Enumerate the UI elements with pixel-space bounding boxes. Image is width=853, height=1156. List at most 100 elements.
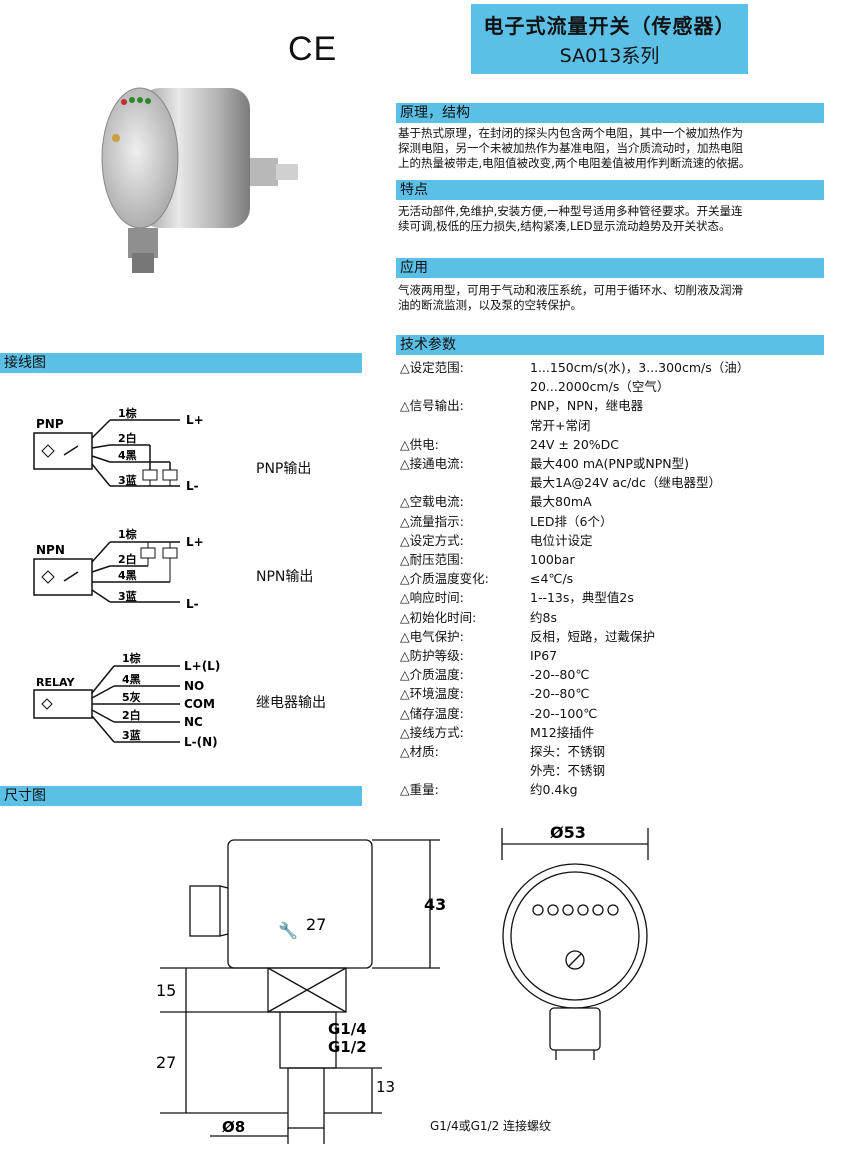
application-line: 气液两用型，可用于气动和液压系统，可用于循环水、切削液及润滑 (398, 283, 743, 297)
application-line: 油的断流监测，以及泵的空转保护。 (398, 298, 582, 312)
section-wiring-heading: 接线图 (0, 353, 362, 373)
spec-value: PNP，NPN，继电器 (530, 398, 644, 414)
spec-value: -20--100℃ (530, 705, 598, 721)
relay-no: NO (184, 679, 204, 693)
title-line1: 电子式流量开关（传感器） (483, 14, 736, 38)
spec-key: △电气保护: (400, 628, 464, 644)
spec-value: 探头：不锈钢 (530, 744, 606, 759)
relay-wire4: 4黑 (122, 673, 141, 686)
thread-caption: G1/4或G1/2 连接螺纹 (430, 1119, 552, 1133)
pnp-wire2: 2白 (118, 431, 137, 445)
spec-key: △介质温度变化: (400, 571, 489, 587)
section-application-heading: 应用 (396, 258, 824, 278)
dim-13: 13 (376, 1078, 395, 1096)
dim-27: 27 (156, 1053, 176, 1072)
spec-value: 100bar (530, 552, 575, 567)
spec-value: -20--80℃ (530, 667, 590, 683)
spec-key: △信号输出: (400, 398, 464, 414)
features-line: 无活动部件,免维护,安装方便,一种型号适用多种管径要求。开关量连 (398, 204, 743, 218)
spec-key: △耐压范围: (400, 552, 464, 567)
principle-text: 基于热式原理，在封闭的探头内包含两个电阻，其中一个被加热作为 探测电阻，另一个未… (398, 126, 828, 171)
pnp-lminus: L- (186, 479, 199, 493)
features-text: 无活动部件,免维护,安装方便,一种型号适用多种管径要求。开关量连 续可调,极低的… (398, 204, 828, 234)
spec-key: △初始化时间: (400, 609, 477, 625)
pnp-wiring-diagram: PNP 1棕 2白 4黑 3蓝 L+ L- (33, 406, 204, 493)
spec-value: -20--80℃ (530, 686, 590, 702)
relay-wire1: 1棕 (122, 651, 141, 665)
spec-key: △设定范围: (400, 360, 464, 375)
title-banner: 电子式流量开关（传感器） SA013系列 (471, 4, 748, 74)
pnp-output-label: PNP输出 (256, 461, 312, 477)
spec-value: 20...2000cm/s（空气） (530, 379, 670, 395)
application-text: 气液两用型，可用于气动和液压系统，可用于循环水、切削液及润滑 油的断流监测，以及… (398, 283, 828, 313)
npn-wire1: 1棕 (118, 527, 137, 541)
dim-27-wrench: 27 (306, 915, 326, 934)
principle-line: 探测电阻，另一个未被加热作为基准电阻，当介质流动时，加热电阻 (398, 141, 743, 155)
relay-com: COM (184, 697, 215, 711)
spec-value: 1--13s，典型值2s (530, 590, 634, 606)
principle-line: 上的热量被带走,电阻值被改变,两个电阻差值被用作判断流速的依据。 (398, 156, 751, 170)
npn-wire2: 2白 (118, 552, 137, 566)
relay-wire2: 2白 (122, 708, 141, 722)
pnp-tag: PNP (36, 417, 64, 431)
npn-lplus: L+ (186, 535, 204, 549)
npn-lminus: L- (186, 597, 199, 611)
pnp-wire1: 1棕 (118, 406, 137, 420)
spec-key: △接线方式: (400, 724, 464, 740)
spec-key: △环境温度: (400, 686, 464, 702)
side-view-drawing: 🔧 43 27 15 27 G1/4 G1/2 13 Ø8 (156, 839, 446, 1144)
spec-key: △空载电流: (400, 494, 464, 510)
relay-wiring-diagram: RELAY 1棕 4黑 5灰 2白 3蓝 L+(L) NO COM NC L-(… (33, 651, 220, 749)
spec-key: △重量: (400, 782, 439, 798)
dim-53: Ø53 (550, 823, 586, 842)
pnp-lplus: L+ (186, 413, 204, 427)
spec-value: 外壳：不锈钢 (530, 763, 606, 779)
dim-g12: G1/2 (328, 1038, 367, 1056)
spec-value: 约0.4kg (530, 782, 578, 798)
spec-value: M12接插件 (530, 724, 595, 740)
title-line2: SA013系列 (559, 45, 660, 67)
side-wrench-icon: 🔧 (278, 921, 298, 940)
spec-key: △防护等级: (400, 648, 464, 663)
dim-43: 43 (424, 895, 446, 914)
spec-key: △流量指示: (400, 513, 464, 529)
spec-value: 24V ± 20%DC (530, 436, 620, 452)
spec-key: △响应时间: (400, 590, 464, 606)
spec-value: IP67 (530, 648, 558, 663)
spec-value: 最大400 mA(PNP或NPN型) (530, 456, 689, 471)
relay-tag: RELAY (36, 676, 75, 689)
npn-tag: NPN (36, 543, 65, 557)
relay-nc: NC (184, 715, 203, 729)
features-line: 续可调,极低的压力损失,结构紧凑,LED显示流动趋势及开关状态。 (398, 219, 731, 233)
spec-key: △接通电流: (400, 456, 464, 471)
pnp-wire3: 3蓝 (118, 473, 137, 487)
section-dimensions-heading: 尺寸图 (0, 786, 362, 806)
spec-value: 电位计设定 (530, 532, 593, 548)
relay-lminus: L-(N) (184, 735, 218, 749)
product-photo (101, 87, 298, 273)
spec-value: LED排（6个） (530, 513, 613, 529)
spec-key: △设定方式: (400, 532, 464, 548)
spec-value: 反相，短路，过戴保护 (530, 628, 656, 644)
dim-15: 15 (156, 981, 176, 1000)
front-view-drawing: Ø53 (501, 823, 649, 1060)
section-specs-heading: 技术参数 (396, 335, 824, 355)
npn-wiring-diagram: NPN 1棕 2白 4黑 3蓝 L+ L- (33, 527, 204, 611)
spec-value: 最大80mA (530, 494, 592, 510)
npn-wire3: 3蓝 (118, 589, 137, 603)
spec-value: 最大1A@24V ac/dc（继电器型） (530, 475, 721, 491)
spec-key: △材质: (400, 744, 439, 759)
section-features-heading: 特点 (396, 180, 824, 200)
spec-value: 1...150cm/s(水)，3...300cm/s（油） (530, 360, 750, 375)
spec-key: △储存温度: (400, 705, 464, 721)
spec-key: △供电: (400, 436, 439, 452)
pnp-wire4: 4黑 (118, 449, 137, 462)
principle-line: 基于热式原理，在封闭的探头内包含两个电阻，其中一个被加热作为 (398, 126, 743, 140)
spec-value: 约8s (530, 609, 557, 625)
spec-key: △介质温度: (400, 667, 464, 683)
relay-wire5: 5灰 (122, 690, 141, 704)
relay-wire3: 3蓝 (122, 728, 141, 742)
npn-wire4: 4黑 (118, 569, 137, 582)
dim-8: Ø8 (222, 1118, 245, 1136)
npn-output-label: NPN输出 (256, 569, 314, 585)
